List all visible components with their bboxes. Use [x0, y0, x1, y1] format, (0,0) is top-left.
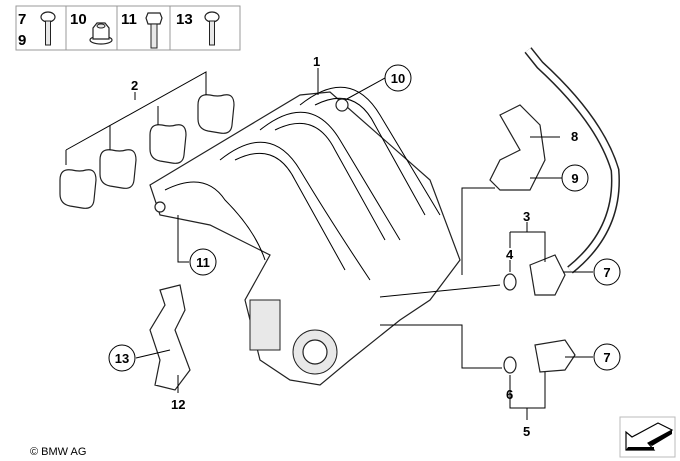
- screw-icon: [204, 11, 220, 46]
- legend-number: 7: [18, 11, 26, 28]
- callout-4: 4: [506, 247, 514, 262]
- svg-text:7: 7: [603, 350, 610, 365]
- bracket-12: [149, 284, 191, 391]
- callout-9: 9: [561, 164, 589, 192]
- callout-2: 2: [131, 78, 138, 93]
- hex-nut-icon: [89, 22, 113, 45]
- copyright: © BMW AG: [30, 446, 86, 458]
- legend-number: 9: [18, 32, 26, 49]
- callout-6: 6: [506, 387, 513, 402]
- hex-bolt-icon: [145, 12, 163, 49]
- gasket-set: [59, 94, 235, 209]
- bracket: [489, 104, 546, 191]
- legend-number: 10: [70, 11, 87, 28]
- callout-7-upper: 7: [593, 258, 621, 286]
- screw-icon: [40, 11, 56, 46]
- callout-3: 3: [523, 209, 530, 224]
- arrow-down-left-icon[interactable]: [619, 416, 676, 458]
- callout-10: 10: [384, 64, 412, 92]
- svg-text:7: 7: [603, 265, 610, 280]
- o-ring: [503, 356, 517, 374]
- callout-5: 5: [523, 424, 530, 439]
- legend-number: 11: [121, 11, 137, 28]
- callout-8: 8: [571, 129, 578, 144]
- sensor-upper: [529, 254, 566, 296]
- callout-12: 12: [171, 397, 185, 412]
- fastener-legend: 7 9 10 11 13: [15, 5, 241, 51]
- legend-number: 13: [176, 11, 193, 28]
- sensor-lower: [534, 339, 576, 373]
- callout-1: 1: [313, 54, 320, 69]
- svg-text:13: 13: [115, 351, 129, 366]
- svg-text:9: 9: [571, 171, 578, 186]
- svg-text:10: 10: [391, 71, 405, 86]
- svg-text:11: 11: [196, 255, 210, 270]
- o-ring: [503, 273, 517, 291]
- callout-7-lower: 7: [593, 343, 621, 371]
- callout-11: 11: [189, 248, 217, 276]
- callout-13: 13: [108, 344, 136, 372]
- intake-manifold: [149, 86, 461, 386]
